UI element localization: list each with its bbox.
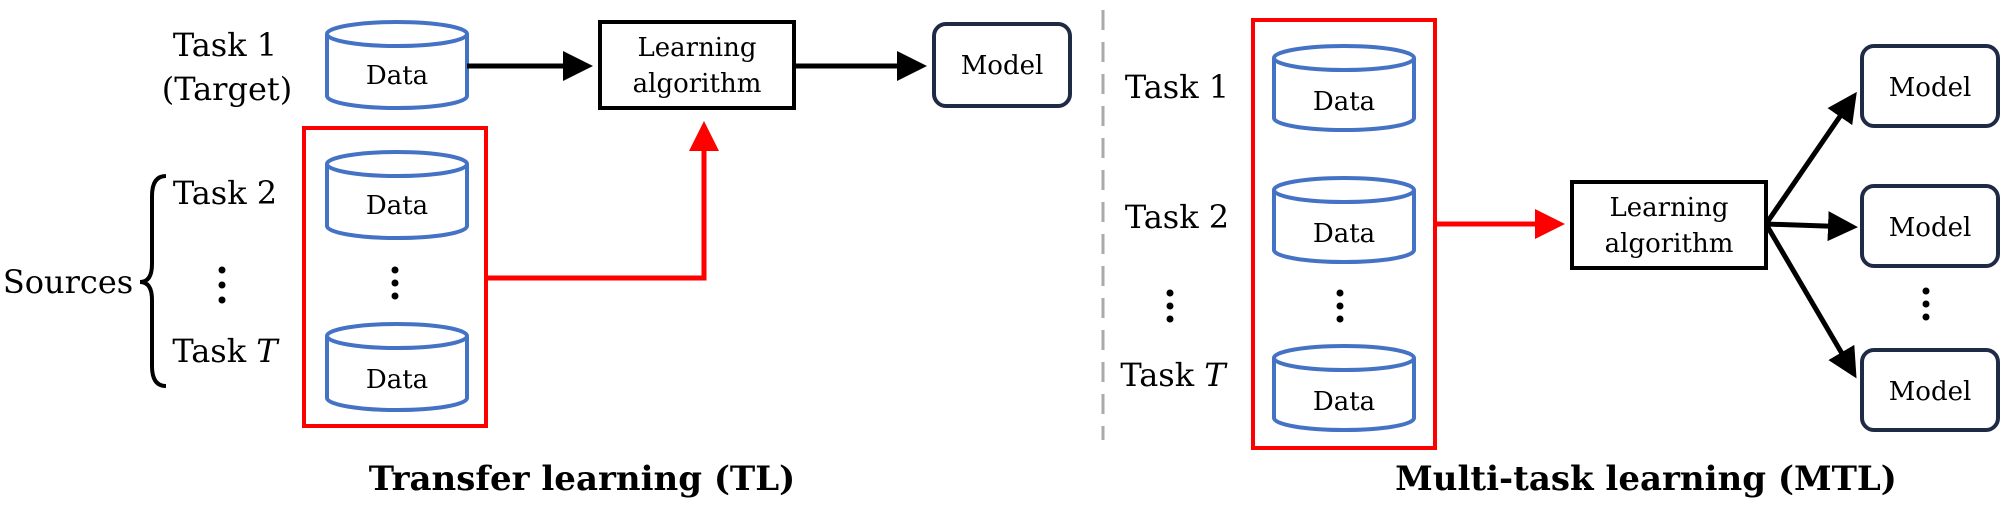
- mtl-data-label: Data: [1313, 219, 1375, 249]
- mtl-task2-label: Task 2: [1125, 198, 1229, 236]
- tl-sources-label: Sources: [3, 263, 133, 301]
- tl-model-box: [932, 22, 1072, 108]
- mtl-model-ellipsis: [1922, 287, 1930, 321]
- mtl-learning-algorithm-box: [1570, 180, 1768, 270]
- mtl-learning-label-2: algorithm: [1605, 229, 1734, 259]
- tl-target-data-cylinder: Data: [325, 20, 469, 110]
- mtl-data-ellipsis: [1336, 289, 1344, 323]
- tl-model-label: Model: [961, 51, 1044, 81]
- tl-task-ellipsis: [218, 266, 226, 304]
- mtl-data-label: Data: [1313, 87, 1375, 117]
- mtl-data-cylinder: Data: [1272, 176, 1416, 264]
- mtl-model-box: [1860, 184, 2000, 268]
- mtl-learning-to-model1-arrow: [1763, 91, 1857, 226]
- tl-task1-label: Task 1: [173, 26, 277, 64]
- mtl-model-label: Model: [1889, 377, 1972, 407]
- mtl-learning-to-model2-arrow: [1765, 211, 1858, 242]
- mtl-data-cylinder: Data: [1272, 344, 1416, 432]
- tl-taskT-label: Task T: [172, 332, 280, 370]
- tl-source-data-cylinder: Data: [325, 150, 469, 240]
- tl-learning-label-2: algorithm: [633, 69, 762, 99]
- tl-caption: Transfer learning (TL): [369, 459, 795, 499]
- tl-learning-algorithm-box: [598, 20, 796, 110]
- mtl-model-label: Model: [1889, 213, 1972, 243]
- mtl-model-box: [1860, 44, 2000, 128]
- mtl-learning-to-modelT-arrow: [1763, 222, 1857, 379]
- tl-source-data-cylinder: Data: [325, 322, 469, 412]
- mtl-data-highlight-box: [1251, 18, 1437, 450]
- tl-panel: Task 1 (Target) Task 2 Task T Sources Da…: [3, 20, 1072, 499]
- mtl-data-label: Data: [1313, 387, 1375, 417]
- mtl-data-cylinder: Data: [1272, 44, 1416, 132]
- tl-task1-target-label: (Target): [162, 70, 292, 108]
- tl-source-data-ellipsis: [391, 266, 399, 300]
- mtl-caption: Multi-task learning (MTL): [1395, 459, 1897, 499]
- tl-sources-brace: [139, 174, 167, 388]
- tl-source-data-label: Data: [366, 365, 428, 395]
- tl-learning-label-1: Learning: [637, 33, 756, 63]
- tl-source-data-label: Data: [366, 191, 428, 221]
- tl-task2-label: Task 2: [173, 174, 277, 212]
- mtl-learning-label-1: Learning: [1609, 193, 1728, 223]
- tl-source-transfer-arrow: [486, 121, 719, 281]
- mtl-model-box: [1860, 348, 2000, 432]
- mtl-taskT-label: Task T: [1120, 356, 1228, 394]
- mtl-panel: Task 1 Task 2 Task T Data Data Da: [1120, 18, 2000, 499]
- mtl-model-label: Model: [1889, 73, 1972, 103]
- tl-target-data-label: Data: [366, 61, 428, 91]
- mtl-task-ellipsis: [1166, 289, 1174, 323]
- mtl-task1-label: Task 1: [1125, 68, 1229, 106]
